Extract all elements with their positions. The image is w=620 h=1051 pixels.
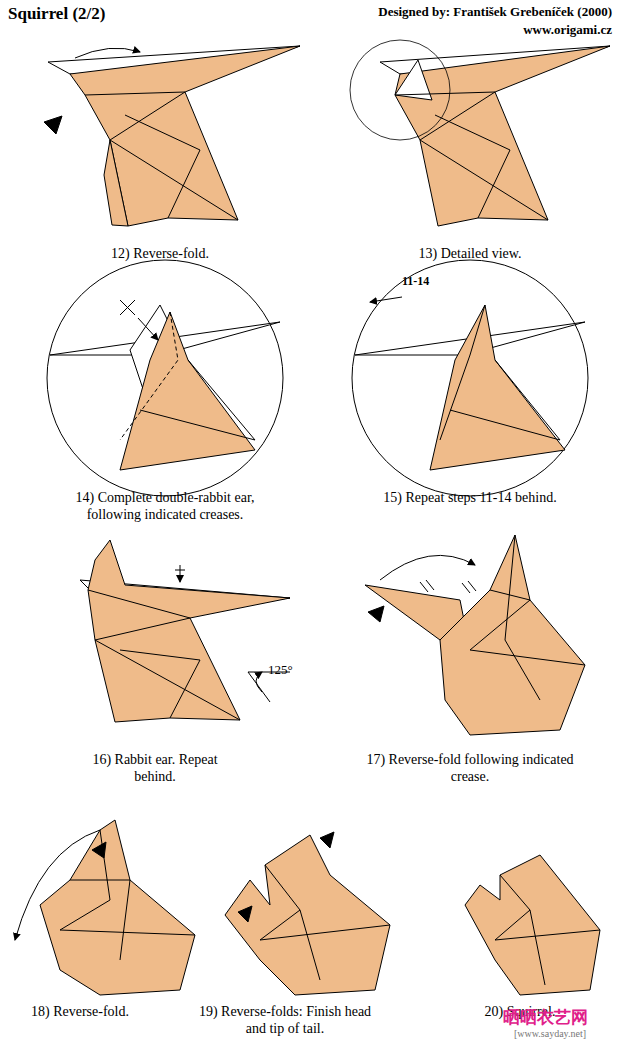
credit-text: www.origami.cz: [300, 22, 612, 38]
step-caption: 15) Repeat steps 11-14 behind.: [340, 490, 600, 507]
step-caption: 13) Detailed view.: [340, 246, 600, 263]
step-caption: 17) Reverse-fold following indicated cre…: [360, 752, 580, 786]
step-caption: 14) Complete double-rabbit ear, followin…: [60, 490, 270, 524]
step-caption: 18) Reverse-fold.: [10, 1004, 150, 1021]
step-caption: 125°: [268, 662, 308, 678]
step-caption: 12) Reverse-fold.: [40, 246, 280, 263]
step-caption: 晒晒衣艺网: [480, 1008, 610, 1028]
credit-text: Designed by: František Grebeníček (2000): [300, 4, 612, 20]
step-caption: 19) Reverse-folds: Finish head and tip o…: [190, 1004, 380, 1038]
step-caption: [www.sayday.net]: [490, 1028, 610, 1040]
step-caption: 11-14: [402, 274, 442, 288]
diagram-title: Squirrel (2/2): [8, 4, 258, 24]
step-caption: 16) Rabbit ear. Repeat behind.: [80, 752, 230, 786]
